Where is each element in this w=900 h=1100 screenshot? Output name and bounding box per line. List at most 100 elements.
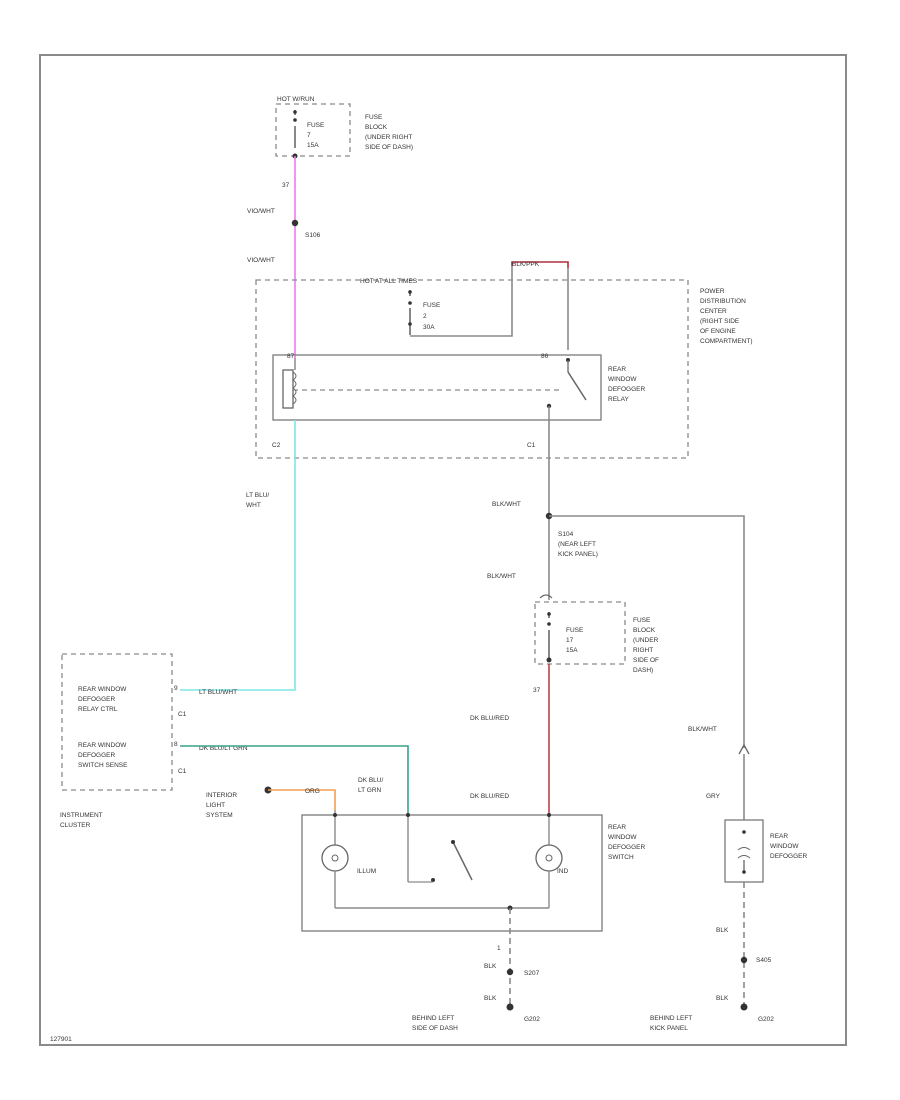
defogger-switch: ILLUM IND	[301, 810, 603, 932]
fuse-mid-line-3: 15A	[566, 647, 578, 654]
cluster-ctrl-conn: C1	[178, 711, 187, 718]
wire-blk-ppk	[511, 261, 569, 268]
pdc-desc-5: OF ENGINE	[700, 328, 736, 335]
fuse-mid-desc-5: SIDE OF	[633, 657, 659, 664]
wire-top-color1: VIO/WHT	[247, 208, 275, 215]
relay-desc-1: REAR	[608, 366, 626, 373]
pdc-desc-4: (RIGHT SIDE	[700, 318, 740, 325]
cluster-ctrl-wire: LT BLU/WHT	[199, 689, 237, 696]
cluster-sense-pin: 8	[174, 741, 178, 748]
switch-pin-gnd: 1	[497, 945, 501, 952]
switch-splice: S207	[524, 970, 540, 977]
defogger-element	[724, 819, 764, 883]
power-distribution-center: HOT AT ALL TIMES FUSE 2 30A BLK/PPK 87 8…	[255, 261, 689, 459]
wire-right-color2: BLK/WHT	[487, 573, 516, 580]
pdc-fuse-feed	[410, 266, 513, 337]
defogger-conn-color: GRY	[706, 793, 721, 800]
defogger-relay-box	[272, 354, 602, 421]
fuse-top-desc-3: (UNDER RIGHT	[365, 134, 412, 141]
switch-gnd-color2: BLK	[484, 995, 497, 1002]
illum-lamp	[321, 844, 349, 872]
pdc-conn-right: C1	[527, 442, 536, 449]
wire-top-circuit: 37	[282, 182, 290, 189]
ground-g202-left-dot	[506, 1003, 514, 1011]
pdc-desc-6: COMPARTMENT)	[700, 338, 752, 345]
switch-input-color: DK BLU/RED	[470, 793, 509, 800]
pdc-fuse-line-1: FUSE	[423, 302, 441, 309]
splice-s405-dot	[740, 956, 748, 964]
switch-desc-3: DEFOGGER	[608, 844, 646, 851]
ground-g202-right-dot	[740, 1003, 748, 1011]
fuse-top-line-1: FUSE	[307, 122, 325, 129]
defogger-connector-arrow	[738, 743, 750, 755]
pdc-desc-1: POWER	[700, 288, 725, 295]
relay-desc-3: DEFOGGER	[608, 386, 646, 393]
wire-top-splice: S106	[305, 232, 321, 239]
relay-pin-right: 86	[541, 353, 549, 360]
relay-desc-4: RELAY	[608, 396, 629, 403]
cluster-ctrl-1: REAR WINDOW	[78, 686, 127, 693]
pdc-fuse-line-2: 2	[423, 313, 427, 320]
cluster-ctrl-pin: 9	[174, 685, 178, 692]
defogger-ground-desc-2: KICK PANEL	[650, 1025, 688, 1032]
defogger-wire-color: BLK/WHT	[688, 726, 717, 733]
relay-coil	[282, 369, 294, 409]
switch-desc-2: WINDOW	[608, 834, 637, 841]
switch-illum: ILLUM	[357, 868, 376, 875]
interior-label-3: SYSTEM	[206, 812, 233, 819]
fuse-mid-desc-1: FUSE	[633, 617, 651, 624]
fuse-block-top-header: HOT W/RUN	[277, 96, 315, 103]
fuse-top-line-2: 7	[307, 132, 311, 139]
wire-top-color2: VIO/WHT	[247, 257, 275, 264]
fuse-block-top: HOT W/RUN FUSE 7 15A FUSE BLOCK (UNDER R…	[275, 96, 413, 159]
cluster-sense-3: SWITCH SENSE	[78, 762, 128, 769]
cluster-sense-wire: DK BLU/LT GRN	[199, 745, 248, 752]
interior-label-2: LIGHT	[206, 802, 225, 809]
cluster-sense-conn: C1	[178, 768, 187, 775]
fuse-top-desc-1: FUSE	[365, 114, 383, 121]
pdc-feed-color: BLK/PPK	[512, 261, 540, 268]
interior-wire: ORG	[305, 788, 320, 795]
fuse-top-line-3: 15A	[307, 142, 319, 149]
footer-code: 127901	[50, 1036, 72, 1043]
defogger-ground: G202	[758, 1016, 774, 1023]
splice-s106-dot	[291, 219, 299, 227]
instrument-cluster: REAR WINDOW DEFOGGER RELAY CTRL 9 LT BLU…	[61, 653, 248, 791]
diagram-frame	[39, 54, 847, 1046]
pdc-desc-3: CENTER	[700, 308, 727, 315]
switch-wire-1: DK BLU/	[358, 777, 383, 784]
relay-desc-2: WINDOW	[608, 376, 637, 383]
switch-gnd-color1: BLK	[484, 963, 497, 970]
pdc-header: HOT AT ALL TIMES	[360, 278, 418, 285]
fuse-top-desc-2: BLOCK	[365, 124, 388, 131]
wire-cyan-color-1: LT BLU/	[246, 492, 269, 499]
pdc-conn-left: C2	[272, 442, 281, 449]
defogger-ground-desc-1: BEHIND LEFT	[650, 1015, 692, 1022]
splice-s207-dot	[506, 968, 514, 976]
wire-blk-wht-branch	[549, 515, 745, 748]
cluster-sense-1: REAR WINDOW	[78, 742, 127, 749]
fuse-mid-color: DK BLU/RED	[470, 715, 509, 722]
cluster-sense-2: DEFOGGER	[78, 752, 116, 759]
switch-ground-desc-1: BEHIND LEFT	[412, 1015, 454, 1022]
fuse-block-mid: FUSE 17 15A	[534, 594, 626, 665]
wire-right-color1: BLK/WHT	[492, 501, 521, 508]
fuse-mid-desc-4: RIGHT	[633, 647, 653, 654]
defogger-desc-2: WINDOW	[770, 843, 799, 850]
wire-dk-blu-lt-grn	[180, 745, 409, 815]
relay-pin-left: 87	[287, 353, 295, 360]
wire-right-splice-desc-1: (NEAR LEFT	[558, 541, 596, 548]
fuse-top-desc-4: SIDE OF DASH)	[365, 144, 413, 151]
wire-org	[268, 789, 336, 810]
fuse-mid-desc-6: DASH)	[633, 667, 653, 674]
switch-desc-4: SWITCH	[608, 854, 634, 861]
cluster-ctrl-2: DEFOGGER	[78, 696, 116, 703]
interior-label-1: INTERIOR	[206, 792, 237, 799]
wire-right-splice: S104	[558, 531, 574, 538]
switch-desc-1: REAR	[608, 824, 626, 831]
cluster-ctrl-3: RELAY CTRL	[78, 706, 118, 713]
fuse-mid-desc-3: (UNDER	[633, 637, 659, 644]
defogger-desc-3: DEFOGGER	[770, 853, 808, 860]
pdc-desc-2: DISTRIBUTION	[700, 298, 746, 305]
